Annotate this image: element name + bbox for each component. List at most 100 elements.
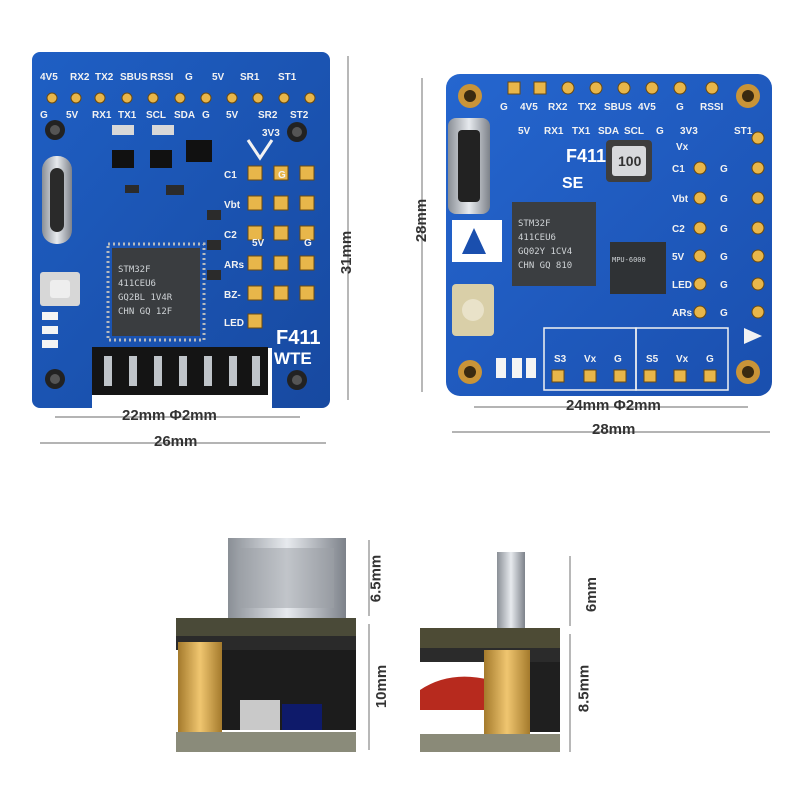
svg-text:4V5: 4V5 <box>638 102 656 113</box>
svg-text:G: G <box>40 110 48 121</box>
silk-label: 4V5 <box>40 72 58 83</box>
svg-text:4V5: 4V5 <box>520 102 538 113</box>
right-mcu-chip <box>512 202 596 286</box>
svg-text:RX2: RX2 <box>548 102 568 113</box>
right-width-dim: 28mm <box>592 421 636 438</box>
svg-text:G: G <box>720 164 728 175</box>
svg-text:G: G <box>720 194 728 205</box>
svg-text:G: G <box>500 102 508 113</box>
left-width-dim: 26mm <box>154 433 198 450</box>
svg-text:RX1: RX1 <box>544 126 564 137</box>
svg-text:G: G <box>656 126 664 137</box>
svg-text:G: G <box>720 280 728 291</box>
svg-text:CHN GQ 12F: CHN GQ 12F <box>118 307 172 317</box>
right-height-dim: 28mm <box>413 198 431 243</box>
svg-text:Vx: Vx <box>676 354 689 365</box>
svg-text:5V: 5V <box>252 238 265 249</box>
left-standoff-dim: 10mm <box>373 664 391 709</box>
svg-text:SCL: SCL <box>146 110 166 121</box>
svg-text:BZ-: BZ- <box>224 290 241 301</box>
right-pcb <box>446 74 772 396</box>
svg-text:RSSI: RSSI <box>700 102 724 113</box>
svg-text:411CEU6: 411CEU6 <box>518 233 556 243</box>
svg-text:ARs: ARs <box>224 260 244 271</box>
svg-text:3V3: 3V3 <box>680 126 698 137</box>
right-variant-label: SE <box>562 175 584 192</box>
svg-text:ST1: ST1 <box>734 126 753 137</box>
bottom-pcb-edge <box>176 732 356 752</box>
svg-text:LED: LED <box>672 280 692 291</box>
inductor-label: 100 <box>618 153 642 169</box>
svg-text:G: G <box>202 110 210 121</box>
right-model-label: F411 <box>566 146 606 166</box>
svg-text:G: G <box>720 252 728 263</box>
servo-pads <box>551 369 717 383</box>
svg-text:G: G <box>304 238 312 249</box>
svg-text:5V: 5V <box>66 110 79 121</box>
brass-standoff <box>178 642 222 732</box>
svg-text:411CEU6: 411CEU6 <box>118 279 156 289</box>
svg-text:STM32F: STM32F <box>118 265 151 275</box>
left-mcu-chip <box>112 248 200 336</box>
svg-text:G: G <box>676 102 684 113</box>
svg-text:G: G <box>185 72 193 83</box>
left-variant-label: WTE <box>274 349 312 368</box>
svg-text:TX2: TX2 <box>95 72 114 83</box>
svg-text:RSSI: RSSI <box>150 72 174 83</box>
svg-text:STM32F: STM32F <box>518 219 551 229</box>
pin-side <box>497 552 525 630</box>
svg-text:SCL: SCL <box>624 126 644 137</box>
svg-text:5V: 5V <box>518 126 531 137</box>
right-mount-dim: 24mm Φ2mm <box>566 397 661 414</box>
svg-text:3V3: 3V3 <box>262 128 280 139</box>
right-standoff-dim: 8.5mm <box>575 664 593 713</box>
svg-text:SR2: SR2 <box>258 110 278 121</box>
svg-text:Vbt: Vbt <box>672 194 689 205</box>
right-side-pads <box>693 131 765 319</box>
svg-text:Vx: Vx <box>584 354 597 365</box>
svg-text:SBUS: SBUS <box>120 72 148 83</box>
svg-text:RX2: RX2 <box>70 72 90 83</box>
bottom-pcb-edge <box>420 734 560 752</box>
svg-text:5V: 5V <box>212 72 225 83</box>
right-top-pads <box>507 81 719 95</box>
svg-text:ARs: ARs <box>672 308 692 319</box>
svg-text:C1: C1 <box>672 164 685 175</box>
left-side-pads <box>247 165 315 329</box>
svg-text:TX1: TX1 <box>118 110 137 121</box>
top-pcb-edge <box>176 618 356 636</box>
brass-standoff <box>484 650 530 734</box>
svg-text:SDA: SDA <box>598 126 619 137</box>
left-height-dim: 31mm <box>338 230 356 275</box>
connector-height-dim: 6.5mm <box>367 554 385 603</box>
svg-text:CHN GQ 810: CHN GQ 810 <box>518 261 572 271</box>
svg-text:G: G <box>720 308 728 319</box>
svg-text:SBUS: SBUS <box>604 102 632 113</box>
svg-text:TX2: TX2 <box>578 102 597 113</box>
svg-text:ST1: ST1 <box>278 72 297 83</box>
svg-text:C1: C1 <box>224 170 237 181</box>
left-top-pads <box>46 92 316 104</box>
svg-text:MPU-6000: MPU-6000 <box>612 256 646 264</box>
svg-text:SDA: SDA <box>174 110 195 121</box>
pin-height-dim: 6mm <box>583 576 601 613</box>
svg-text:G: G <box>614 354 622 365</box>
svg-text:C2: C2 <box>224 230 237 241</box>
svg-text:SR1: SR1 <box>240 72 260 83</box>
svg-text:G: G <box>706 354 714 365</box>
svg-text:GQ02Y 1CV4: GQ02Y 1CV4 <box>518 247 572 257</box>
svg-text:G: G <box>278 170 286 181</box>
gyro-chip <box>610 242 666 294</box>
svg-text:ST2: ST2 <box>290 110 309 121</box>
left-model-label: F411 <box>276 327 320 349</box>
svg-text:G: G <box>720 224 728 235</box>
svg-text:TX1: TX1 <box>572 126 591 137</box>
svg-text:5V: 5V <box>672 252 685 263</box>
svg-text:Vbt: Vbt <box>224 200 241 211</box>
svg-text:GQ2BL 1V4R: GQ2BL 1V4R <box>118 293 173 303</box>
svg-text:5V: 5V <box>226 110 239 121</box>
